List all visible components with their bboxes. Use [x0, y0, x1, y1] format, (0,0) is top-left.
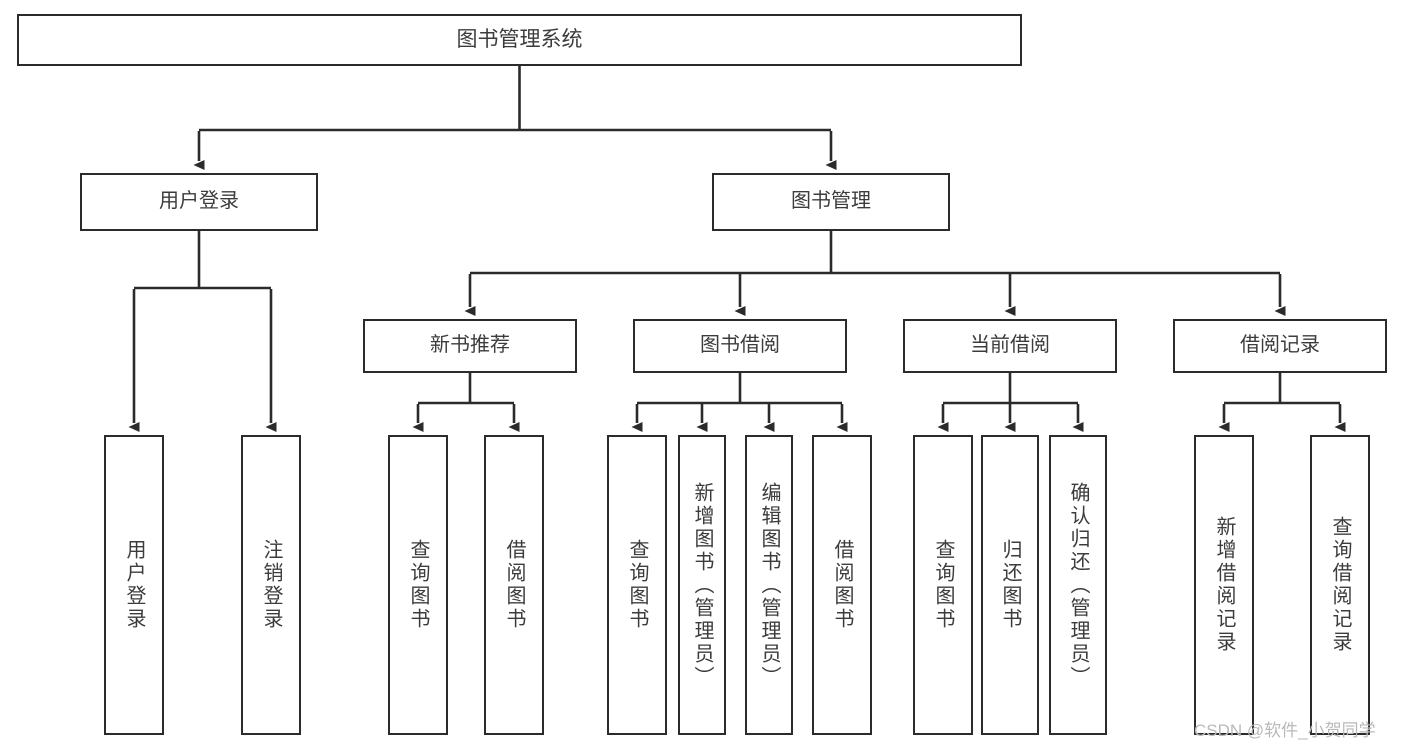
leaf-query-book-borrow[interactable]: 查询图书: [607, 435, 667, 735]
leaf-borrow-book-label: 借阅图书: [831, 539, 853, 631]
leaf-confirm-return-admin[interactable]: 确认归还（管理员）: [1049, 435, 1107, 735]
node-borrow-record[interactable]: 借阅记录: [1173, 319, 1387, 373]
node-current-borrow[interactable]: 当前借阅: [903, 319, 1117, 373]
leaf-query-book-recommend[interactable]: 查询图书: [388, 435, 448, 735]
leaf-query-borrow-record[interactable]: 查询借阅记录: [1310, 435, 1370, 735]
leaf-borrow-book[interactable]: 借阅图书: [812, 435, 872, 735]
node-user-login-label: 用户登录: [159, 190, 239, 213]
leaf-user-login-label: 用户登录: [123, 539, 145, 631]
node-book-management[interactable]: 图书管理: [712, 173, 950, 231]
node-root-label: 图书管理系统: [456, 27, 583, 51]
leaf-user-login[interactable]: 用户登录: [104, 435, 164, 735]
leaf-confirm-return-admin-label: 确认归还（管理员）: [1067, 481, 1089, 689]
leaf-edit-book-admin[interactable]: 编辑图书（管理员）: [745, 435, 793, 735]
leaf-query-book-current[interactable]: 查询图书: [913, 435, 973, 735]
leaf-logout[interactable]: 注销登录: [241, 435, 301, 735]
node-user-login[interactable]: 用户登录: [80, 173, 318, 231]
leaf-borrow-book-recommend[interactable]: 借阅图书: [484, 435, 544, 735]
node-current-borrow-label: 当前借阅: [970, 334, 1050, 357]
leaf-query-book-borrow-label: 查询图书: [626, 539, 648, 631]
node-new-book-recommend-label: 新书推荐: [430, 334, 510, 357]
node-borrow-record-label: 借阅记录: [1240, 334, 1320, 357]
leaf-return-book[interactable]: 归还图书: [981, 435, 1039, 735]
leaf-add-borrow-record-label: 新增借阅记录: [1213, 516, 1235, 654]
leaf-borrow-book-recommend-label: 借阅图书: [503, 539, 525, 631]
node-root-system[interactable]: 图书管理系统: [17, 14, 1022, 66]
leaf-query-borrow-record-label: 查询借阅记录: [1329, 516, 1351, 654]
node-book-management-label: 图书管理: [791, 190, 871, 213]
leaf-query-book-current-label: 查询图书: [932, 539, 954, 631]
node-new-book-recommend[interactable]: 新书推荐: [363, 319, 577, 373]
leaf-return-book-label: 归还图书: [999, 539, 1021, 631]
node-book-borrow-label: 图书借阅: [700, 334, 780, 357]
leaf-add-book-admin-label: 新增图书（管理员）: [691, 481, 713, 689]
leaf-query-book-recommend-label: 查询图书: [407, 539, 429, 631]
leaf-edit-book-admin-label: 编辑图书（管理员）: [758, 481, 780, 689]
node-book-borrow[interactable]: 图书借阅: [633, 319, 847, 373]
leaf-logout-label: 注销登录: [260, 539, 282, 631]
leaf-add-book-admin[interactable]: 新增图书（管理员）: [678, 435, 726, 735]
leaf-add-borrow-record[interactable]: 新增借阅记录: [1194, 435, 1254, 735]
